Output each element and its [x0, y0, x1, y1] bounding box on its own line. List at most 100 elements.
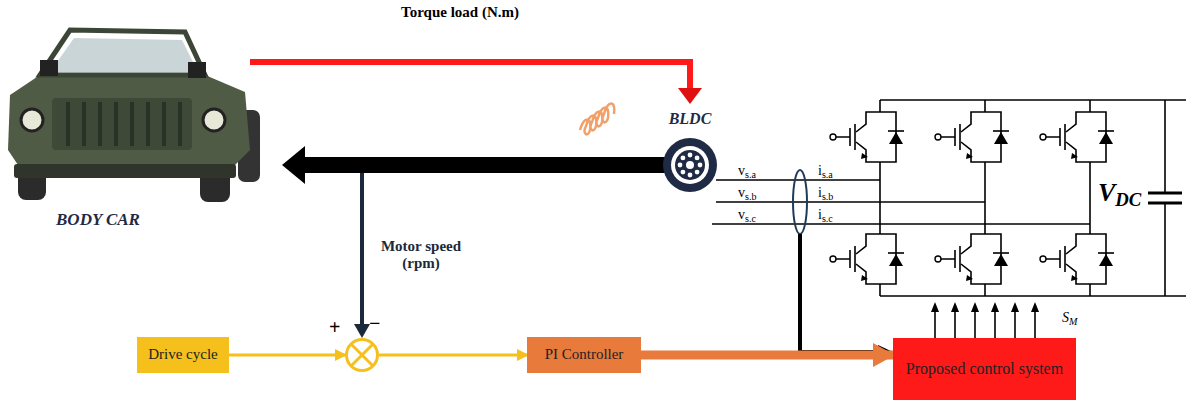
emitter-arrow: [966, 153, 973, 159]
process-box: PI Controller: [527, 337, 641, 373]
motor-ring: [671, 146, 709, 184]
leg-wire: [879, 100, 881, 112]
gate-terminal: [830, 256, 836, 262]
gate-arrowhead: [971, 302, 979, 312]
rotor-pole: [688, 173, 693, 178]
signal-arrow: [379, 354, 527, 357]
leg-wire: [984, 162, 986, 234]
gate-arrowhead: [991, 302, 999, 312]
igbt-symbol: [1066, 142, 1090, 162]
igbt-symbol: [1066, 234, 1090, 254]
motor-shaft: [686, 161, 694, 169]
diode-symbol: [994, 132, 1008, 144]
motor-rotor: [675, 150, 705, 180]
gate-arrowhead: [931, 302, 939, 312]
rotor-pole: [681, 156, 686, 161]
igbt-symbol: [856, 234, 880, 254]
rotor-pole: [698, 163, 703, 168]
diode-symbol: [994, 254, 1008, 266]
igbt-symbol: [961, 264, 985, 284]
process-box: Proposed control system: [893, 338, 1076, 400]
igbt-symbol: [1064, 246, 1066, 272]
igbt-symbol: [1046, 250, 1060, 268]
gate-line: [1014, 310, 1016, 338]
emitter-arrow: [966, 275, 973, 281]
rotor-pole: [688, 153, 693, 158]
gate-signals: [931, 302, 1039, 338]
gate-terminal: [1040, 134, 1046, 140]
leg-wire: [984, 100, 986, 112]
voltage-label: vs.a: [738, 163, 756, 180]
igbt-symbol: [856, 142, 880, 162]
igbt-symbol: [888, 130, 904, 132]
sign-label: −: [369, 312, 380, 335]
leg-wire: [879, 284, 881, 296]
shaft-arrow: [282, 146, 665, 184]
gate-arrowhead: [951, 302, 959, 312]
signal-arrow: [641, 351, 893, 360]
node-label: PI Controller: [545, 346, 624, 363]
current-label: is.b: [818, 185, 833, 202]
igbt-symbol: [993, 252, 1009, 254]
vibration-squiggle: [580, 104, 614, 135]
speed-feedback-line: [354, 173, 370, 338]
signal-label: Torque load (N.m): [400, 4, 520, 21]
igbt-symbol: [1046, 128, 1060, 146]
sensing-arrow: [800, 234, 893, 359]
rotor-pole: [678, 163, 683, 168]
igbt-symbol: [1098, 252, 1114, 254]
motor-body: [663, 138, 717, 192]
diode-symbol: [1099, 254, 1113, 266]
gate-line: [994, 310, 996, 338]
igbt-symbol: [1066, 112, 1090, 132]
gate-terminal: [830, 134, 836, 140]
igbt-symbol: [1098, 130, 1114, 132]
gate-arrowhead: [1011, 302, 1019, 312]
process-box: Drive cycle: [137, 337, 229, 373]
torque-arrow: [250, 62, 702, 104]
igbt-symbol: [941, 128, 955, 146]
gate-line: [1034, 310, 1036, 338]
emitter-arrow: [1071, 153, 1078, 159]
motor-symbol: BLDC: [662, 137, 718, 193]
rotor-pole: [695, 156, 700, 161]
motor-icon: [662, 137, 718, 193]
gate-terminal: [935, 256, 941, 262]
car-illustration: [8, 30, 260, 202]
current-label: is.a: [818, 163, 833, 180]
leg-wire: [879, 162, 881, 234]
signal-arrow: [229, 354, 345, 357]
junction-outline: [345, 338, 379, 372]
car-label: BODY CAR: [28, 210, 168, 230]
emitter-arrow: [861, 153, 868, 159]
node-label: Proposed control system: [906, 360, 1063, 378]
igbt-symbol: [854, 124, 856, 150]
igbt-symbol: [941, 250, 955, 268]
phase-wires: [712, 100, 1186, 296]
node-label: Drive cycle: [148, 346, 218, 363]
igbt-symbol: [993, 130, 1009, 132]
leg-wire: [1089, 162, 1091, 234]
inverter-switches: [830, 100, 1114, 296]
dc-voltage-label: VDC: [1098, 178, 1141, 210]
current-label: is.c: [818, 207, 833, 224]
igbt-symbol: [961, 112, 985, 132]
sign-label: +: [329, 316, 340, 339]
diode-symbol: [889, 132, 903, 144]
voltage-label: vs.c: [738, 207, 756, 224]
igbt-symbol: [959, 246, 961, 272]
leg-wire: [984, 284, 986, 296]
emitter-arrow: [1071, 275, 1078, 281]
gate-arrowhead: [1031, 302, 1039, 312]
emitter-arrow: [861, 275, 868, 281]
gate-terminal: [935, 134, 941, 140]
igbt-symbol: [1066, 264, 1090, 284]
igbt-symbol: [836, 250, 850, 268]
gate-line: [954, 310, 956, 338]
igbt-symbol: [856, 264, 880, 284]
junction-cross: [351, 344, 373, 366]
igbt-symbol: [959, 124, 961, 150]
summing-junction: +−: [345, 338, 379, 372]
igbt-symbol: [1064, 124, 1066, 150]
leg-wire: [1089, 284, 1091, 296]
